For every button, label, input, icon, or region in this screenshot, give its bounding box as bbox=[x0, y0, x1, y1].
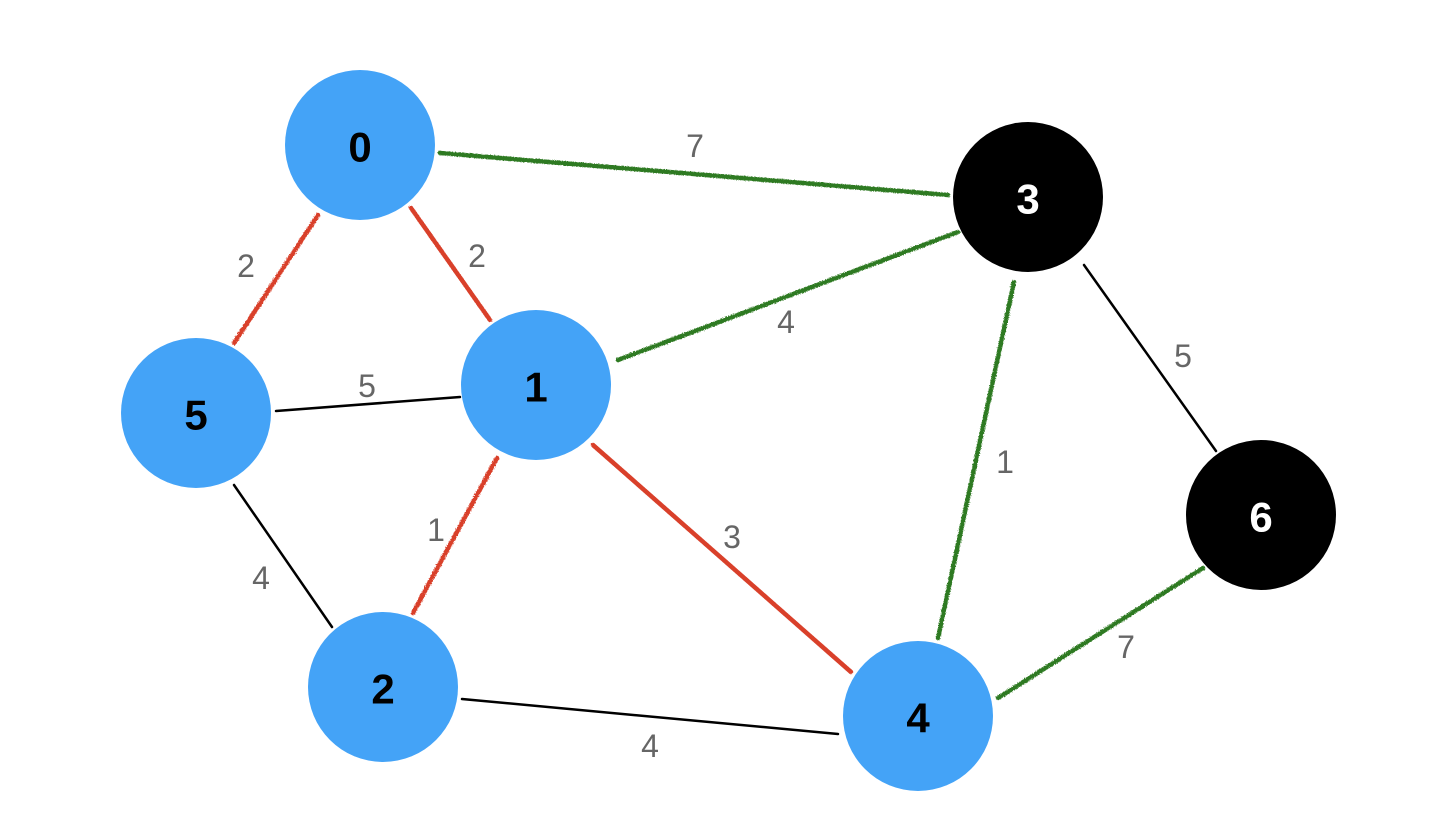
edge-weight-3-4: 1 bbox=[996, 444, 1014, 480]
node-circle-2 bbox=[308, 612, 458, 762]
node-1: 1 bbox=[461, 310, 611, 460]
node-label-1: 1 bbox=[524, 364, 547, 411]
node-label-2: 2 bbox=[371, 666, 394, 713]
edge-weight-0-1: 2 bbox=[468, 238, 486, 274]
node-label-0: 0 bbox=[348, 124, 371, 171]
edge-weight-1-3: 4 bbox=[777, 304, 795, 340]
edge-4-6-candidate bbox=[995, 565, 1206, 701]
node-circle-3 bbox=[953, 122, 1103, 272]
node-circle-5 bbox=[121, 338, 271, 488]
edge-weight-5-1: 5 bbox=[358, 368, 376, 404]
node-3: 3 bbox=[953, 122, 1103, 272]
edge-weight-3-6: 5 bbox=[1174, 338, 1192, 374]
node-circle-6 bbox=[1186, 440, 1336, 590]
node-2: 2 bbox=[308, 612, 458, 762]
node-4: 4 bbox=[843, 641, 993, 791]
edge-0-5-mst bbox=[231, 212, 321, 346]
node-circle-1 bbox=[461, 310, 611, 460]
nodes-layer: 0 1 2 3 4 5 6 bbox=[121, 70, 1336, 791]
node-6: 6 bbox=[1186, 440, 1336, 590]
node-circle-4 bbox=[843, 641, 993, 791]
edge-2-4-plain bbox=[460, 697, 840, 736]
edge-weight-0-3: 7 bbox=[686, 128, 704, 164]
edge-5-1-plain bbox=[274, 395, 462, 413]
edge-3-6-plain bbox=[1082, 263, 1218, 453]
edge-5-2-plain bbox=[232, 483, 334, 629]
edge-weight-5-2: 4 bbox=[252, 560, 270, 596]
edge-0-1-mst bbox=[408, 205, 493, 323]
edge-weight-1-4: 3 bbox=[723, 519, 741, 555]
edge-weights-layer: 7 2 2 4 5 5 1 1 3 4 7 4 bbox=[237, 128, 1192, 764]
node-5: 5 bbox=[121, 338, 271, 488]
node-0: 0 bbox=[285, 70, 435, 220]
edge-weight-4-6: 7 bbox=[1117, 629, 1135, 665]
edge-1-3-candidate bbox=[615, 229, 961, 363]
edge-weight-1-2: 1 bbox=[427, 512, 445, 548]
edge-3-4-candidate bbox=[935, 279, 1017, 641]
edges-layer bbox=[231, 150, 1218, 736]
edge-weight-0-5: 2 bbox=[237, 248, 255, 284]
edge-1-2-mst bbox=[410, 455, 500, 616]
edge-1-4-mst bbox=[590, 442, 854, 675]
node-label-3: 3 bbox=[1016, 176, 1039, 223]
node-label-5: 5 bbox=[184, 392, 207, 439]
node-circle-0 bbox=[285, 70, 435, 220]
edge-0-3-candidate bbox=[437, 150, 951, 198]
node-label-4: 4 bbox=[906, 695, 930, 742]
node-label-6: 6 bbox=[1249, 494, 1272, 541]
edge-weight-2-4: 4 bbox=[641, 728, 659, 764]
